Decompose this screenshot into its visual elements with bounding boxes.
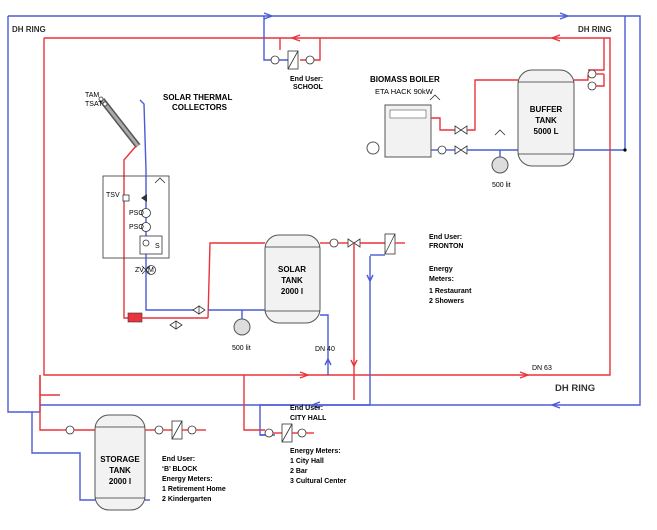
school-label-2: SCHOOL <box>293 84 324 91</box>
buffer-tank-label-1: BUFFER <box>530 105 563 114</box>
city-hall-line-5: 3 Cultural Center <box>290 478 347 485</box>
solar-collector-array <box>98 96 147 319</box>
fronton-line-4: Meters: <box>429 276 454 283</box>
city-hall-line-3: 1 City Hall <box>290 458 324 465</box>
biomass-boiler-model: ETA HACK 90kW <box>375 87 434 96</box>
tsv-valve-icon <box>122 194 130 202</box>
fronton-substation <box>350 233 405 405</box>
school-substation <box>263 16 321 70</box>
b-block-label: End User: ‘B’ BLOCK Energy Meters: 1 Ret… <box>162 456 226 503</box>
pso-pump-2-icon <box>141 222 151 232</box>
storage-pump-icon <box>65 425 75 435</box>
dh-ring-label-top-right: DH RING <box>578 25 612 34</box>
storage-tank-label-1: STORAGE <box>100 455 140 464</box>
solar-tank <box>207 234 385 375</box>
tsv-label: TSV <box>106 192 120 199</box>
b-block-pump-icon <box>154 425 164 435</box>
solar-collectors-label-2: COLLECTORS <box>172 103 228 112</box>
dh-ring-inner-red <box>39 34 611 405</box>
buffer-pump-1-icon <box>587 69 597 79</box>
b-block-line-1: ‘B’ BLOCK <box>162 466 197 473</box>
buffer-tank-vessel <box>517 69 575 167</box>
zv-label: ZV <box>135 267 144 274</box>
fronton-line-5: 1 Restaurant <box>429 288 472 295</box>
fronton-line-3: Energy <box>429 266 453 273</box>
tam-label: TAM <box>85 92 99 99</box>
pso-1-label: PSO <box>129 210 144 217</box>
dh-ring-label-bottom-right: DH RING <box>555 383 595 394</box>
buffer-expansion-label: 500 lit <box>492 182 511 189</box>
solar-mix-valve-icon <box>192 305 206 315</box>
solar-tank-label-1: SOLAR <box>278 265 306 274</box>
b-block-line-3: 1 Retirement Home <box>162 486 226 493</box>
city-hall-pump-icon <box>264 428 274 438</box>
buffer-tank <box>491 16 627 174</box>
fronton-line-1: FRONTON <box>429 243 463 250</box>
solar-collectors-label-1: SOLAR THERMAL <box>163 93 232 102</box>
fronton-line-6: 2 Showers <box>429 298 464 305</box>
solar-tank-vessel <box>264 234 321 324</box>
tsat-label: TSAT <box>85 101 103 108</box>
storage-tank-vessel <box>94 414 146 511</box>
buffer-tank-label-3: 5000 L <box>534 127 559 136</box>
city-hall-line-0: End User: <box>290 405 323 412</box>
fill-valve-icon <box>169 320 183 330</box>
city-hall-label: End User: CITY HALL Energy Meters: 1 Cit… <box>290 405 347 485</box>
city-hall-meter-icon <box>297 428 307 438</box>
storage-tank-group <box>39 395 206 511</box>
biomass-boiler-title: BIOMASS BOILER <box>370 75 440 84</box>
boiler-valve-icon <box>454 125 468 135</box>
solar-tank-label-3: 2000 l <box>281 287 303 296</box>
s-label: S <box>155 243 160 250</box>
solar-expansion-label: 500 lit <box>232 345 251 352</box>
b-block-line-0: End User: <box>162 456 195 463</box>
buffer-expansion-vessel-icon <box>491 156 509 174</box>
m-label: M <box>148 267 154 274</box>
b-block-meter-icon <box>187 425 197 435</box>
solar-drain-tank-icon <box>127 312 143 323</box>
school-label-1: End User: <box>290 76 323 83</box>
solar-pump-station <box>102 170 208 330</box>
storage-tank-label-2: TANK <box>109 466 131 475</box>
dn-40-label: DN 40 <box>315 346 335 353</box>
fronton-label: End User: FRONTON Energy Meters: 1 Resta… <box>429 234 472 305</box>
school-meter-icon <box>305 55 315 65</box>
b-block-line-2: Energy Meters: <box>162 476 213 483</box>
pso-pump-1-icon <box>141 208 151 218</box>
school-pump-icon <box>270 55 280 65</box>
dn-63-label: DN 63 <box>532 365 552 372</box>
city-hall-line-4: 2 Bar <box>290 468 308 475</box>
boiler-fan-icon <box>366 141 380 155</box>
fronton-line-0: End User: <box>429 234 462 241</box>
dh-ring-label-top-left: DH RING <box>12 25 46 34</box>
pso-2-label: PSO <box>129 224 144 231</box>
solar-expansion-vessel-icon <box>233 318 251 336</box>
city-hall-substation <box>243 375 314 443</box>
buffer-pump-2-icon <box>587 81 597 91</box>
storage-tank-label-3: 2000 l <box>109 477 131 486</box>
b-block-line-4: 2 Kindergarten <box>162 496 211 503</box>
boiler-pump-icon <box>437 145 447 155</box>
buffer-tank-label-2: TANK <box>535 116 557 125</box>
solar-tank-label-2: TANK <box>281 276 303 285</box>
solar-tank-pump-icon <box>329 238 339 248</box>
city-hall-line-1: CITY HALL <box>290 415 327 422</box>
biomass-boiler <box>366 79 518 158</box>
city-hall-line-2: Energy Meters: <box>290 448 341 455</box>
